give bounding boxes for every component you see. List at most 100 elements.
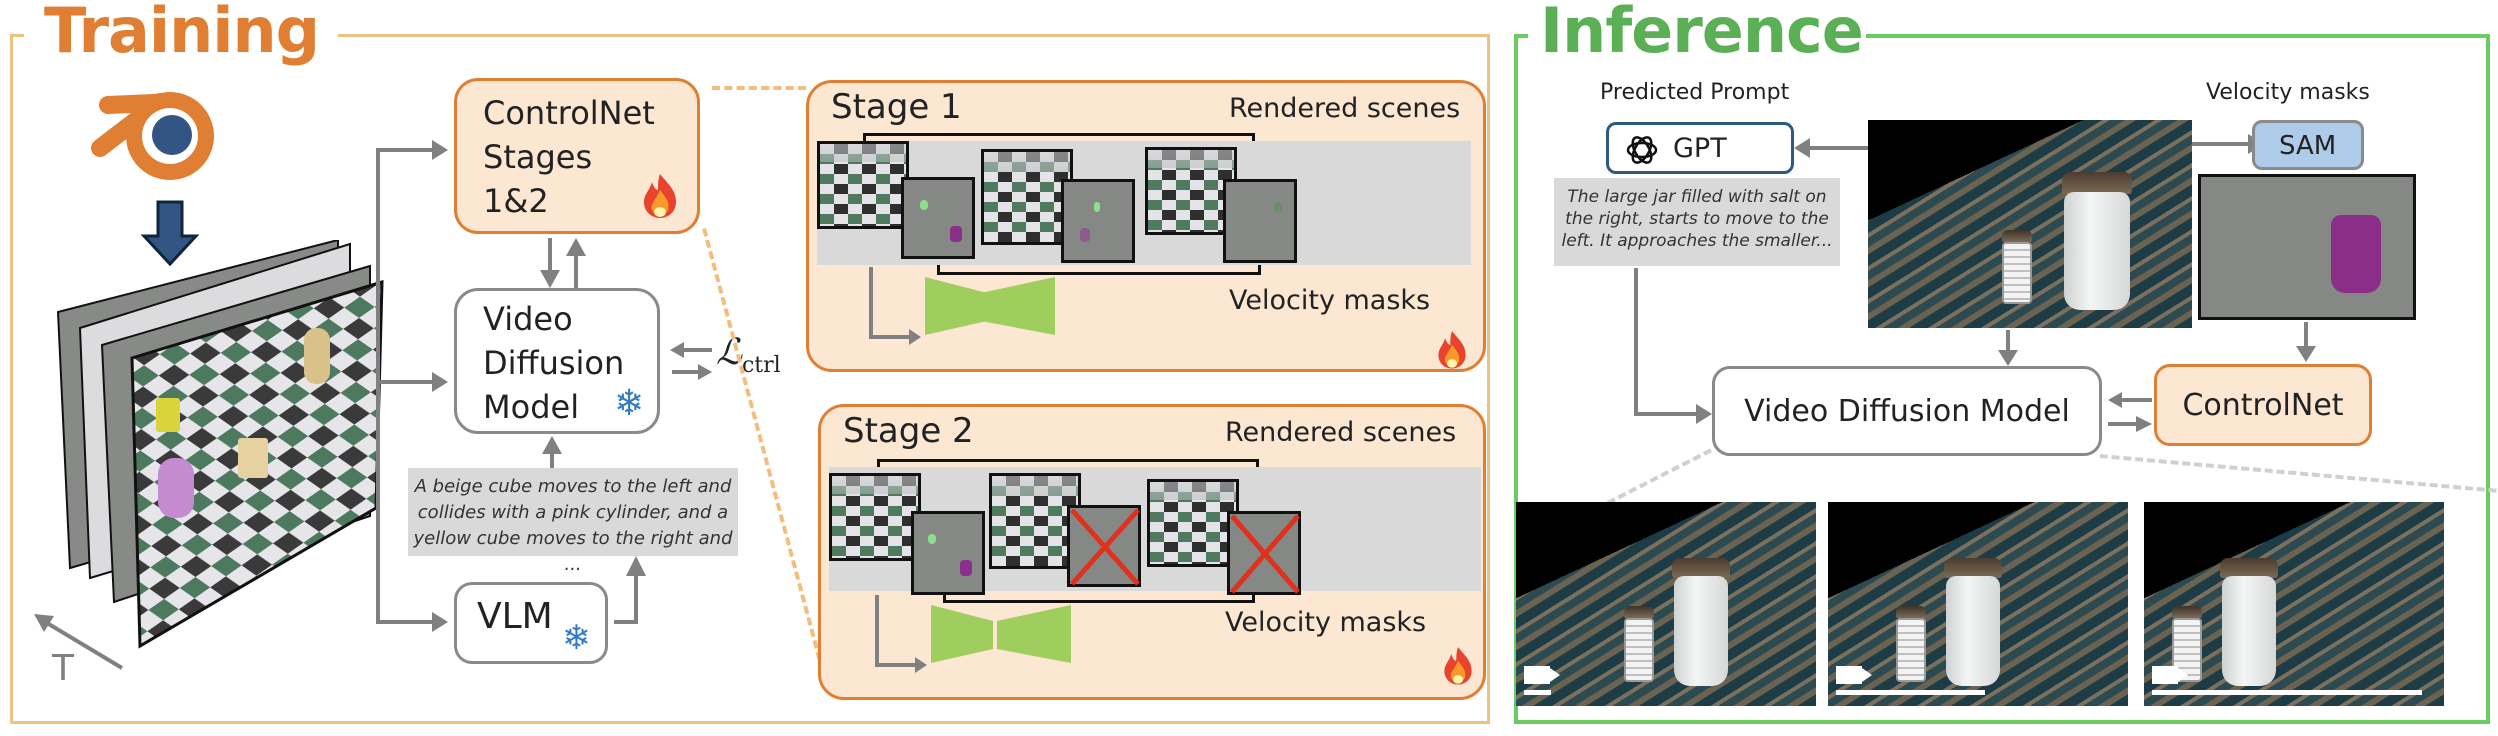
down-arrow-icon	[140, 200, 200, 267]
fire-icon	[1438, 331, 1466, 369]
caption-to-vdm-line	[550, 452, 554, 474]
jar-lid	[1672, 558, 1730, 578]
training-caption: A beige cube moves to the left and colli…	[408, 468, 738, 575]
training-panel-border-right	[338, 34, 1490, 37]
playback-progress-bar[interactable]	[1524, 690, 1551, 695]
rendered-scene-1	[817, 141, 909, 229]
stage-2-title: Stage 2	[843, 411, 974, 451]
mask-blob	[1080, 228, 1090, 242]
output-frame-2	[1828, 502, 2128, 706]
predicted-prompt-label: Predicted Prompt	[1600, 80, 1790, 105]
caption-to-vdm-line	[1634, 412, 1700, 416]
jar-mask-blob	[2331, 215, 2381, 293]
salt-jar	[1946, 576, 2000, 686]
mask-to-controlnet-line	[2304, 322, 2308, 350]
salt-jar	[1674, 576, 1728, 686]
shaker-lid	[1896, 606, 1926, 618]
stage-1-box: Stage 1 Rendered scenes Velocity masks	[806, 80, 1486, 372]
fire-icon	[1444, 647, 1472, 685]
velocity-mask-2-dropped	[1067, 505, 1141, 587]
rendered-scene-3	[1145, 147, 1237, 235]
rendered-scene-3	[1147, 479, 1239, 567]
controlnet-line-2: Stages	[483, 138, 593, 176]
loss-label: ℒctrl	[716, 332, 781, 378]
controlnet-line-3: 1&2	[483, 182, 549, 220]
stage-2-box: Stage 2 Rendered scenes Velocity masks	[818, 404, 1486, 700]
photo-to-vdm-line	[2006, 330, 2010, 356]
arrow-head-icon	[432, 612, 448, 632]
inference-panel-border-right	[1866, 34, 2490, 38]
inference-controlnet-label: ControlNet	[2182, 387, 2344, 423]
vlm-out-line	[614, 620, 638, 624]
video-camera-icon	[2152, 666, 2188, 684]
vlm-box[interactable]: VLM	[454, 582, 608, 664]
vdm-line-2: Diffusion	[483, 344, 625, 382]
openai-logo-icon	[1626, 136, 1658, 164]
rendered-bracket	[863, 133, 1255, 147]
rendered-scene-2	[981, 149, 1073, 245]
stage-2-mask-label: Velocity masks	[1225, 607, 1427, 638]
training-title: Training	[44, 0, 320, 67]
gpt-box[interactable]: GPT	[1606, 122, 1794, 174]
output-frame-3	[2144, 502, 2444, 706]
arrow-head-icon	[432, 140, 448, 160]
mask-blob	[1094, 202, 1100, 212]
stage-1-title: Stage 1	[831, 87, 962, 127]
playback-progress-bar[interactable]	[2152, 690, 2422, 695]
cross-icon	[1070, 508, 1140, 586]
mask-bracket	[943, 593, 1255, 603]
snowflake-icon: ❄	[562, 618, 591, 658]
rendered-scene-1	[829, 473, 921, 561]
stage-1-rendered-label: Rendered scenes	[1229, 93, 1461, 124]
velocity-mask-2	[1061, 179, 1135, 263]
mask-blob	[960, 560, 972, 576]
vlm-up-line	[634, 574, 638, 624]
vdm-controlnet-arrows-icon	[2108, 392, 2152, 432]
salt-jar	[2064, 192, 2130, 310]
sam-box[interactable]: SAM	[2252, 120, 2364, 170]
shaker-lid	[2172, 606, 2202, 618]
output-frame-1	[1516, 502, 1816, 706]
inference-controlnet-box[interactable]: ControlNet	[2154, 364, 2372, 446]
inference-video-diffusion-model-box[interactable]: Video Diffusion Model	[1712, 366, 2102, 456]
inference-velocity-mask	[2198, 174, 2416, 320]
training-panel	[10, 34, 1490, 724]
jar-lid	[2062, 172, 2132, 194]
mask-blob	[920, 200, 928, 210]
unet-icon	[875, 595, 1071, 673]
loss-symbol: ℒ	[716, 332, 742, 373]
to-vlm-line	[376, 620, 436, 624]
jar-lid	[2220, 558, 2278, 578]
video-diffusion-model-box[interactable]: Video Diffusion Model	[454, 288, 660, 434]
input-frame-photo	[1868, 120, 2192, 328]
salt-shaker	[2002, 242, 2032, 304]
vlm-label: VLM	[477, 596, 553, 637]
unet-icon	[869, 267, 1055, 345]
inference-vdm-label: Video Diffusion Model	[1744, 393, 2070, 429]
loss-subscript: ctrl	[741, 353, 781, 379]
frames-branch-line	[376, 148, 380, 620]
time-axis-arrow-icon	[34, 614, 124, 670]
stage-1-mask-label: Velocity masks	[1229, 285, 1431, 316]
mask-blob	[1274, 202, 1282, 212]
blender-logo-icon	[91, 92, 214, 180]
cross-icon	[1230, 514, 1300, 594]
rendered-bracket	[877, 459, 1259, 473]
shaker-lid	[2002, 230, 2032, 242]
playback-progress-bar[interactable]	[1836, 690, 1985, 695]
sam-label: SAM	[2279, 131, 2337, 161]
arrow-head-icon	[542, 436, 562, 454]
salt-jar	[2222, 576, 2276, 686]
time-axis-label: T	[52, 648, 74, 689]
photo-to-gpt-line	[1806, 146, 1868, 150]
vdm-line-3: Model	[483, 388, 580, 426]
gpt-label: GPT	[1673, 133, 1727, 164]
velocity-mask-1	[911, 511, 985, 595]
arrow-head-icon	[1998, 350, 2018, 366]
arrow-head-icon	[432, 372, 448, 392]
caption-down-line	[1634, 268, 1638, 414]
zoom-dash-top	[712, 86, 806, 90]
shaker-lid	[1624, 606, 1654, 618]
fire-icon	[644, 174, 676, 218]
vdm-line-1: Video	[483, 300, 573, 338]
